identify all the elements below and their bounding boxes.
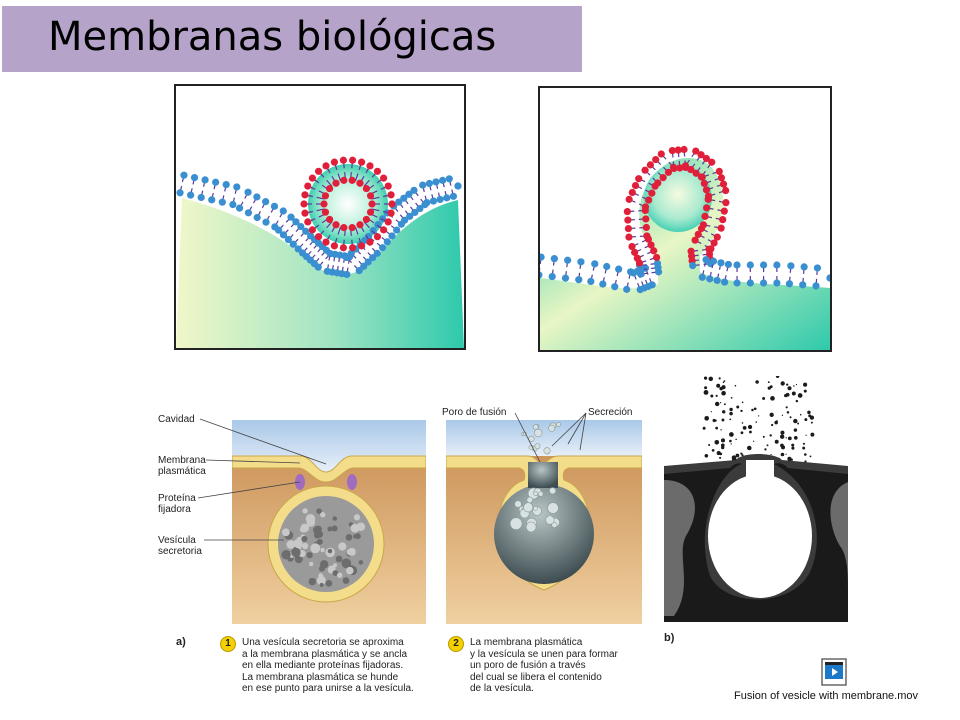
label-membrana-1: Membrana <box>158 455 206 466</box>
step1-caption-line5: en ese punto para unirse a la vesícula. <box>242 683 414 694</box>
step1-illustration <box>232 420 426 624</box>
label-poro: Poro de fusión <box>442 407 507 418</box>
step2-number-badge: 2 <box>448 636 464 652</box>
vesicle-approach-panel <box>174 84 466 350</box>
electron-micrograph <box>664 376 848 622</box>
step2-caption-line1: La membrana plasmática <box>470 637 583 648</box>
step2-caption-line4: del cual se libera el contenido <box>470 671 602 683</box>
label-vesicula-2: secretoria <box>158 546 202 557</box>
step1-caption-line1: Una vesícula secretoria se aproxima <box>242 637 404 648</box>
vesicle-approach-illustration <box>176 156 464 348</box>
label-proteina-1: Proteína <box>158 493 196 504</box>
vesicle-fusion-panel <box>538 86 832 352</box>
label-membrana-2: plasmática <box>158 466 206 477</box>
movie-file-name[interactable]: Fusion of vesicle with membrane.mov <box>734 690 919 702</box>
step1-caption-line4: La membrana plasmática se hunde <box>242 671 399 683</box>
step1-caption-line2: a la membrana plasmática y se ancla <box>242 648 408 660</box>
label-cavidad: Cavidad <box>158 414 195 425</box>
step2-caption-line5: de la vesícula. <box>470 683 534 694</box>
step2-caption-line3: un poro de fusión a través <box>470 660 586 671</box>
sub-label-a: a) <box>176 636 186 648</box>
label-proteina-2: fijadora <box>158 504 191 515</box>
sub-label-b: b) <box>664 632 675 644</box>
step2-caption-line2: y la vesícula se unen para formar <box>470 648 618 660</box>
movie-file-icon[interactable] <box>820 658 848 686</box>
label-vesicula-1: Vesícula <box>158 535 196 546</box>
title-banner: Membranas biológicas <box>2 6 582 72</box>
label-secrecion: Secreción <box>588 407 633 418</box>
step2-illustration <box>446 420 642 624</box>
step1-number-badge: 1 <box>220 636 236 652</box>
vesicle-fusion-illustration <box>540 145 830 350</box>
step1-caption-line3: en ella mediante proteínas fijadoras. <box>242 660 404 671</box>
page-title: Membranas biológicas <box>48 14 497 60</box>
